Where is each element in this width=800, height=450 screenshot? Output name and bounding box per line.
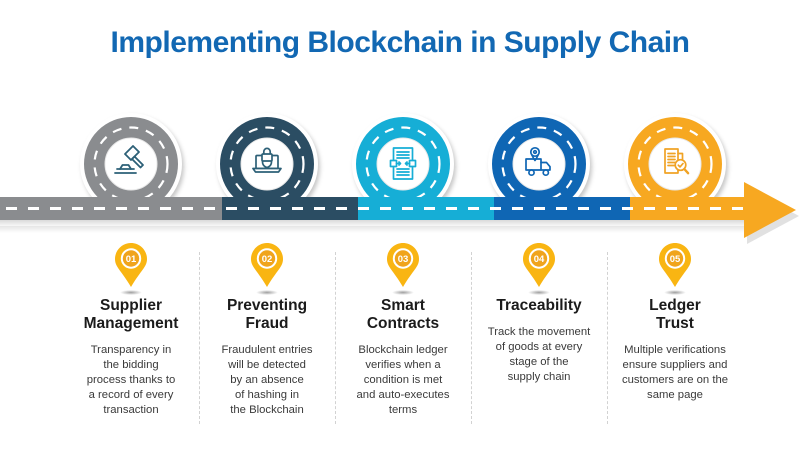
step-description: Transparency in the bidding process than… (86, 343, 176, 416)
smart-contract-icon (389, 147, 417, 180)
ledger-audit-icon (664, 148, 690, 175)
pin-badge (528, 248, 550, 269)
step-description: Blockchain ledger verifies when a condit… (356, 343, 450, 416)
pin-number: 03 (398, 254, 409, 265)
column-separator (335, 252, 336, 424)
step-column-4: Traceability Track the movement of goods… (464, 297, 614, 385)
page-title: Implementing Blockchain in Supply Chain (110, 26, 690, 59)
step-title: Traceability (496, 297, 582, 314)
pin-shadow (392, 290, 414, 295)
pin-badge (392, 248, 414, 269)
step-column-5: Ledger Trust Multiple verifications ensu… (600, 297, 750, 403)
road-loop-4 (488, 113, 590, 215)
road-loop-5 (624, 113, 726, 215)
pin-2: 02 (251, 243, 283, 287)
step-title: Preventing Fraud (226, 297, 308, 332)
pin-4: 04 (523, 243, 555, 287)
loop-inner (240, 137, 294, 191)
pin-badge (664, 248, 686, 269)
laptop-shield-icon (252, 147, 282, 173)
column-separator (607, 252, 608, 424)
step-description: Track the movement of goods at every sta… (487, 325, 591, 383)
step-description: Multiple verifications ensure suppliers … (621, 343, 729, 401)
gavel-icon (114, 145, 144, 174)
road-shadow (0, 226, 757, 233)
pin-1: 01 (115, 243, 147, 287)
road-loop-2 (216, 113, 318, 215)
pin-number: 04 (534, 254, 545, 265)
loop-inner (376, 137, 430, 191)
pin-5: 05 (659, 243, 691, 287)
column-separator (471, 252, 472, 424)
column-separator (199, 252, 200, 424)
step-title: Ledger Trust (649, 297, 701, 332)
road (0, 197, 800, 220)
loop-inner (104, 137, 158, 191)
pin-number: 02 (262, 254, 273, 265)
step-description: Fraudulent entries will be detected by a… (221, 343, 313, 416)
loop-inner (512, 137, 566, 191)
pin-shadow (120, 290, 142, 295)
road-bevel (0, 220, 757, 226)
step-column-2: Preventing Fraud Fraudulent entries will… (192, 297, 342, 417)
pin-3: 03 (387, 243, 419, 287)
pin-shadow (528, 290, 550, 295)
pin-shadow (664, 290, 686, 295)
step-column-1: Supplier Management Transparency in the … (56, 297, 206, 417)
truck-location-icon (525, 146, 551, 177)
road-loop-1 (80, 113, 182, 215)
pin-shadow (256, 290, 278, 295)
pin-badge (256, 248, 278, 269)
pin-number: 01 (126, 254, 137, 265)
step-title: Smart Contracts (366, 297, 440, 332)
arrow-head-icon (744, 182, 799, 244)
step-column-3: Smart Contracts Blockchain ledger verifi… (328, 297, 478, 417)
step-title: Supplier Management (83, 297, 179, 332)
road-center-dashes (6, 207, 744, 210)
pin-number: 05 (670, 254, 681, 265)
pin-badge (120, 248, 142, 269)
